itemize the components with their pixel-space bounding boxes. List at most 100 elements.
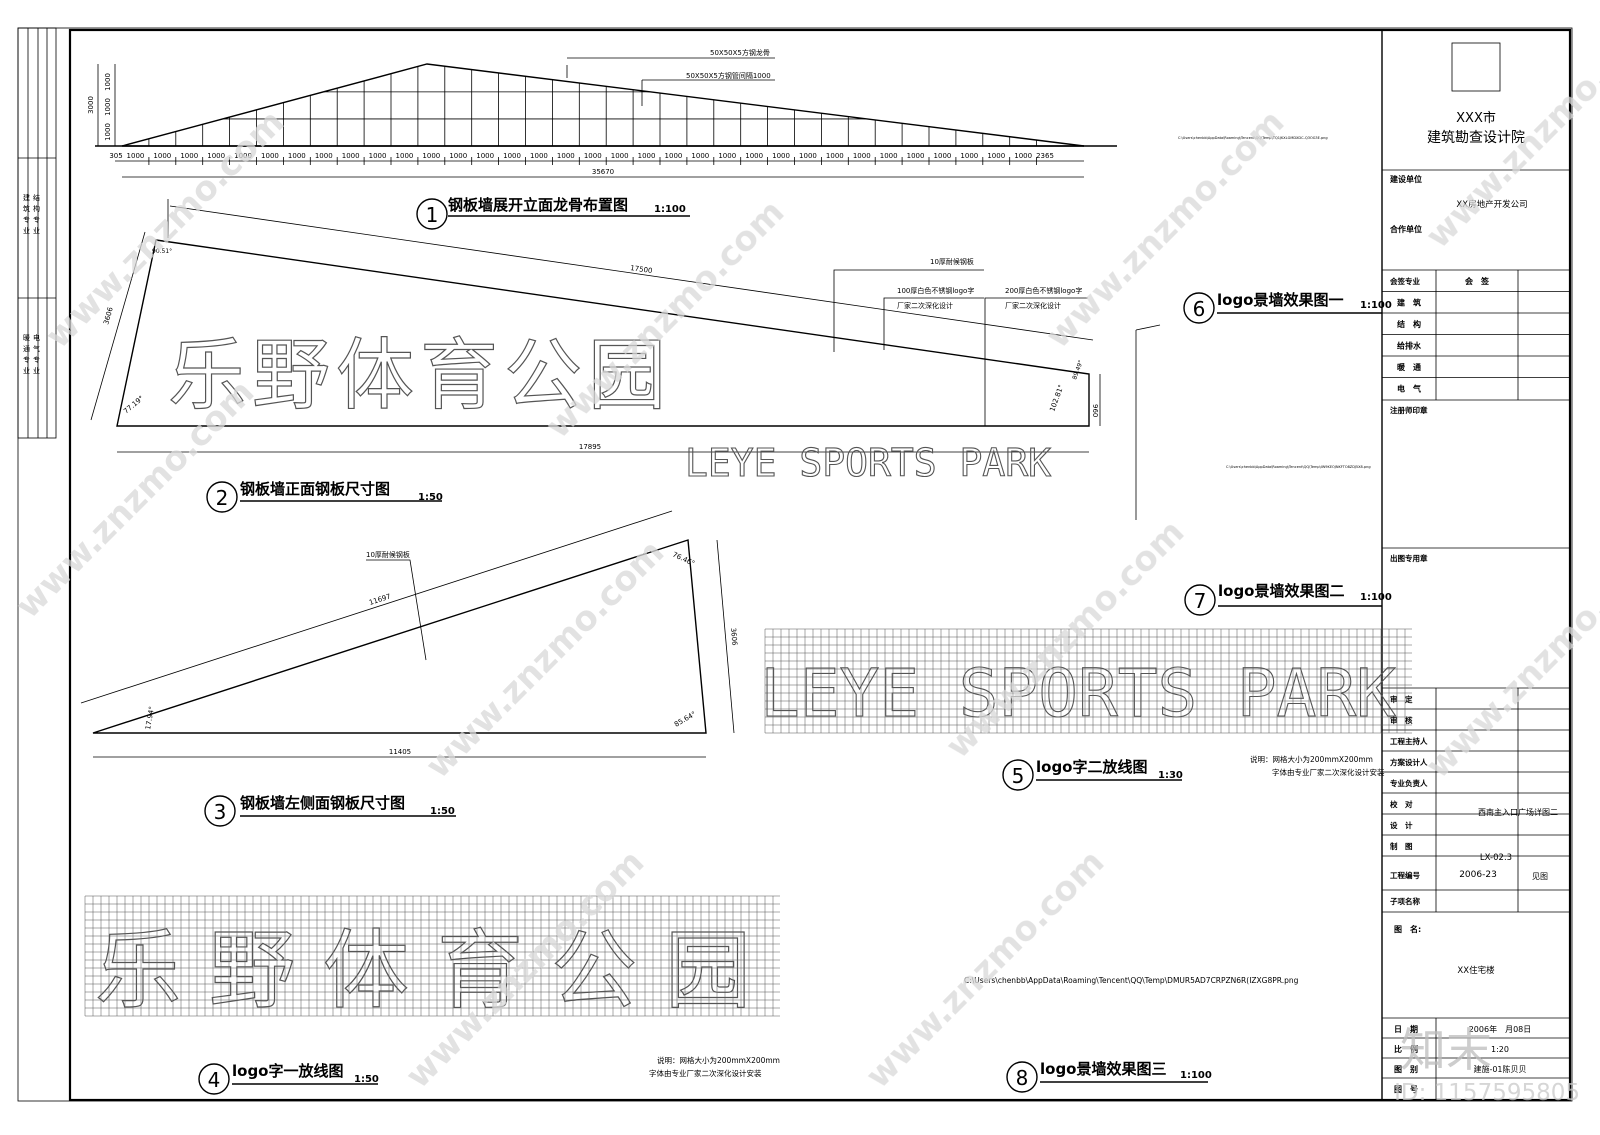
d1-dim-step: 1000 bbox=[396, 152, 414, 160]
inner-border bbox=[68, 28, 1572, 1102]
see-label: 见图 bbox=[1532, 872, 1548, 881]
left-strip-char: 电 bbox=[33, 333, 40, 342]
d1-dim-step: 1000 bbox=[772, 152, 790, 160]
d4-note-1: 说明：网格大小为200mmX200mm bbox=[657, 1055, 780, 1065]
d2-angle-4: 90.51° bbox=[152, 248, 172, 255]
d1-dim-step: 1000 bbox=[153, 152, 171, 160]
d1-dim-step: 1000 bbox=[369, 152, 387, 160]
d5-logo-text: LEYE SPORTS PARK bbox=[760, 655, 1396, 732]
d2-angle-1: 77.19° bbox=[122, 394, 145, 415]
drawing-6-effect-label: C:\Users\chenbb\AppData\Roaming\Tencent\… bbox=[1135, 136, 1392, 520]
sign-row-label: 电 气 bbox=[1397, 384, 1421, 394]
sign-row-label: 暖 通 bbox=[1397, 362, 1421, 372]
left-strip-char: 业 bbox=[33, 226, 40, 235]
d2-note-1: 10厚耐候钢板 bbox=[930, 257, 974, 266]
d6-image-path: C:\Users\chenbb\AppData\Roaming\Tencent\… bbox=[1178, 136, 1328, 140]
d4-logo-text: 乐野体育公园 bbox=[95, 921, 779, 1021]
d1-dim-step: 1000 bbox=[826, 152, 844, 160]
d1-dim-last: 2365 bbox=[1036, 152, 1054, 160]
left-strip-char: 专 bbox=[23, 215, 30, 224]
d4-note-2: 字体由专业厂家二次深化设计安装 bbox=[649, 1068, 762, 1078]
d2-note-3: 200厚白色不锈钢logo字 bbox=[1005, 286, 1082, 295]
d3-title: 钢板墙左侧面钢板尺寸图 bbox=[240, 794, 405, 812]
approval-row-label: 工程主持人 bbox=[1390, 736, 1428, 746]
d5-scale: 1:30 bbox=[1158, 770, 1183, 781]
d1-dim-step: 1000 bbox=[799, 152, 817, 160]
date-value: 2006年 月08日 bbox=[1469, 1024, 1532, 1034]
d6-number: 6 bbox=[1193, 297, 1206, 321]
logo-box bbox=[1451, 42, 1501, 92]
d1-dim-first: 305 bbox=[109, 152, 122, 160]
scale-label: 比 例 bbox=[1394, 1044, 1418, 1054]
d3-number: 3 bbox=[214, 800, 227, 824]
institute-name: 建筑勘查设计院 bbox=[1427, 130, 1525, 146]
d3-hypotenuse: 11697 bbox=[368, 592, 392, 606]
left-strip-col1: 建筑专业 bbox=[23, 193, 30, 235]
d1-number: 1 bbox=[426, 203, 439, 227]
d5-title: logo字二放线图 bbox=[1036, 758, 1148, 776]
watermark-site-5: www.znzmo.com bbox=[418, 532, 672, 786]
d1-dim-step: 1000 bbox=[691, 152, 709, 160]
d8-image-path: C:\Users\chenbb\AppData\Roaming\Tencent\… bbox=[964, 976, 1299, 985]
left-strip-col2: 结构专业 bbox=[33, 193, 40, 235]
d1-dim-step: 1000 bbox=[315, 152, 333, 160]
client-label: 建设单位 bbox=[1389, 174, 1422, 184]
d3-number-circle bbox=[204, 795, 236, 827]
left-strip-char: 筑 bbox=[23, 204, 30, 213]
city-name: XXX市 bbox=[1456, 110, 1496, 126]
d3-base: 11405 bbox=[389, 748, 411, 756]
d3-note: 10厚耐候钢板 bbox=[366, 550, 410, 559]
watermark-id: ID: 1157595805 bbox=[1394, 1080, 1580, 1106]
d7-number: 7 bbox=[1194, 589, 1207, 613]
left-strip-char: 专 bbox=[33, 215, 40, 224]
d1-dim-step: 1000 bbox=[960, 152, 978, 160]
drawing-2-front-panel: 17500 17895 3606 960 77.19° 102.81° 89.4… bbox=[90, 199, 1371, 513]
drawing-name: XX住宅楼 bbox=[1457, 965, 1495, 976]
d8-scale: 1:100 bbox=[1180, 1070, 1212, 1081]
watermark-site-8: www.znzmo.com bbox=[858, 842, 1112, 1096]
d3-height: 3606 bbox=[729, 627, 739, 646]
d4-number: 4 bbox=[208, 1068, 221, 1092]
d1-dim-step: 1000 bbox=[530, 152, 548, 160]
d8-number-circle bbox=[1006, 1061, 1038, 1093]
partner-label: 合作单位 bbox=[1389, 224, 1422, 234]
d1-dim-step: 1000 bbox=[288, 152, 306, 160]
d1-dim-step: 1000 bbox=[987, 152, 1005, 160]
d1-dim-step: 1000 bbox=[449, 152, 467, 160]
d1-dim-v3: 1000 bbox=[104, 123, 112, 141]
d2-angle-2: 102.81° bbox=[1048, 384, 1065, 413]
d5-number-circle bbox=[1002, 759, 1034, 791]
d1-dim-step: 1000 bbox=[261, 152, 279, 160]
approval-row-label: 审 核 bbox=[1390, 715, 1413, 725]
left-strip-char: 构 bbox=[33, 204, 40, 213]
d1-dim-step: 1000 bbox=[880, 152, 898, 160]
d1-dim-step: 1000 bbox=[1014, 152, 1032, 160]
left-strip-char: 专 bbox=[23, 355, 30, 364]
d2-scale: 1:50 bbox=[418, 492, 443, 503]
drawing-title: 西南主入口广场详图二 bbox=[1478, 807, 1558, 817]
sign-row-label: 建 筑 bbox=[1396, 298, 1421, 308]
d2-image-path: C:\Users\chenbb\AppData\Roaming\Tencent\… bbox=[1226, 465, 1371, 469]
d6-scale: 1:100 bbox=[1360, 300, 1392, 311]
approval-row-label: 制 图 bbox=[1390, 841, 1413, 851]
d6-title: logo景墙效果图一 bbox=[1217, 291, 1344, 309]
sign-header-major: 会签专业 bbox=[1390, 276, 1420, 286]
d4-title: logo字一放线图 bbox=[232, 1062, 344, 1080]
d1-dim-step: 1000 bbox=[718, 152, 736, 160]
sign-row-label: 给排水 bbox=[1397, 341, 1422, 351]
d2-chinese-logo: 乐野体育公园 bbox=[168, 331, 672, 421]
d1-dim-step: 1000 bbox=[557, 152, 575, 160]
drawing-1-frame-elevation: 1000 1000 1000 3000 1000 1000 1000 1000 1000… bbox=[87, 48, 1117, 230]
left-strip-char: 暖 bbox=[23, 334, 30, 342]
d1-dim-v-total: 3000 bbox=[87, 96, 95, 114]
title-block: XXX市 建筑勘查设计院 建设单位 XX房地产开发公司 合作单位 会签专业 会 … bbox=[1381, 30, 1570, 1100]
d1-dim-step: 1000 bbox=[127, 152, 145, 160]
d2-english-logo: LEYE SPORTS PARK bbox=[685, 441, 1051, 485]
d1-dim-step: 1000 bbox=[180, 152, 198, 160]
drawing-8-effect-label: C:\Users\chenbb\AppData\Roaming\Tencent\… bbox=[964, 976, 1299, 1093]
d1-dim-step: 1000 bbox=[422, 152, 440, 160]
left-strip-char: 业 bbox=[23, 366, 30, 375]
left-strip: 建筑专业 结构专业 暖通专业 电气专业 bbox=[17, 27, 57, 439]
